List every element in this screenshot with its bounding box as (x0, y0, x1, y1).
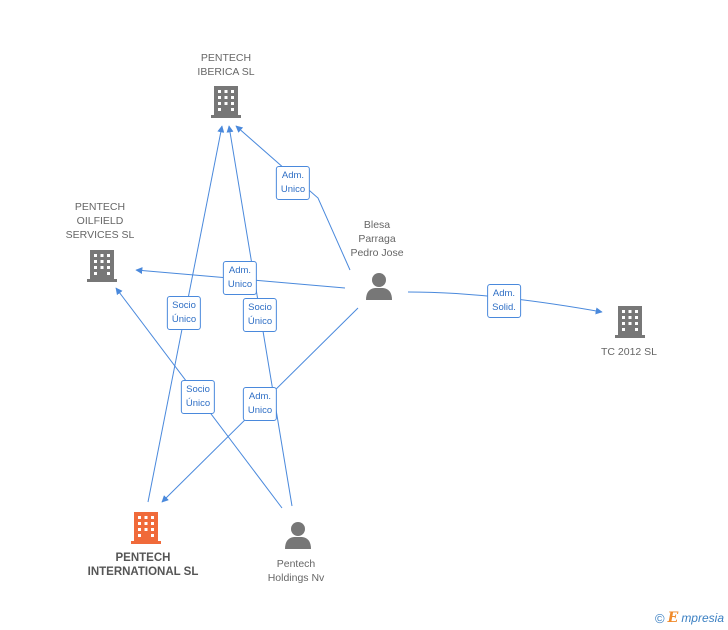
building-icon-highlighted (131, 512, 161, 544)
brand-logo-mark: E (667, 610, 679, 626)
edge-label-holdings-oilfield[interactable]: Socio Único (180, 380, 216, 414)
node-label-pentech-iberica[interactable]: PENTECH IBERICA SL (197, 52, 255, 78)
edge-blesa-iberica (235, 125, 351, 271)
node-label-tc2012[interactable]: TC 2012 SL (600, 346, 658, 358)
copyright-icon: © (655, 610, 665, 626)
building-icon (211, 86, 241, 118)
edge-label-blesa-international[interactable]: Adm. Unico (242, 387, 278, 421)
person-icon (285, 522, 311, 549)
edge-label-blesa-tc2012[interactable]: Adm. Solid. (487, 284, 521, 318)
person-icon (366, 273, 392, 300)
edge-label-international-iberica[interactable]: Socio Único (166, 296, 202, 330)
building-icon (615, 306, 645, 338)
edge-label-blesa-oilfield[interactable]: Adm. Unico (222, 261, 258, 295)
node-label-pentech-holdings[interactable]: Pentech Holdings Nv (267, 558, 325, 584)
node-label-pentech-oilfield[interactable]: PENTECH OILFIELD SERVICES SL (65, 201, 135, 241)
node-label-blesa[interactable]: Blesa Parraga Pedro Jose (350, 219, 404, 259)
edge-label-holdings-iberica[interactable]: Socio Único (242, 298, 278, 332)
building-icon (87, 250, 117, 282)
node-label-pentech-international[interactable]: PENTECH INTERNATIONAL SL (87, 552, 199, 578)
edge-label-blesa-iberica[interactable]: Adm. Unico (275, 166, 311, 200)
brand-logo-text: mpresia (681, 611, 724, 625)
